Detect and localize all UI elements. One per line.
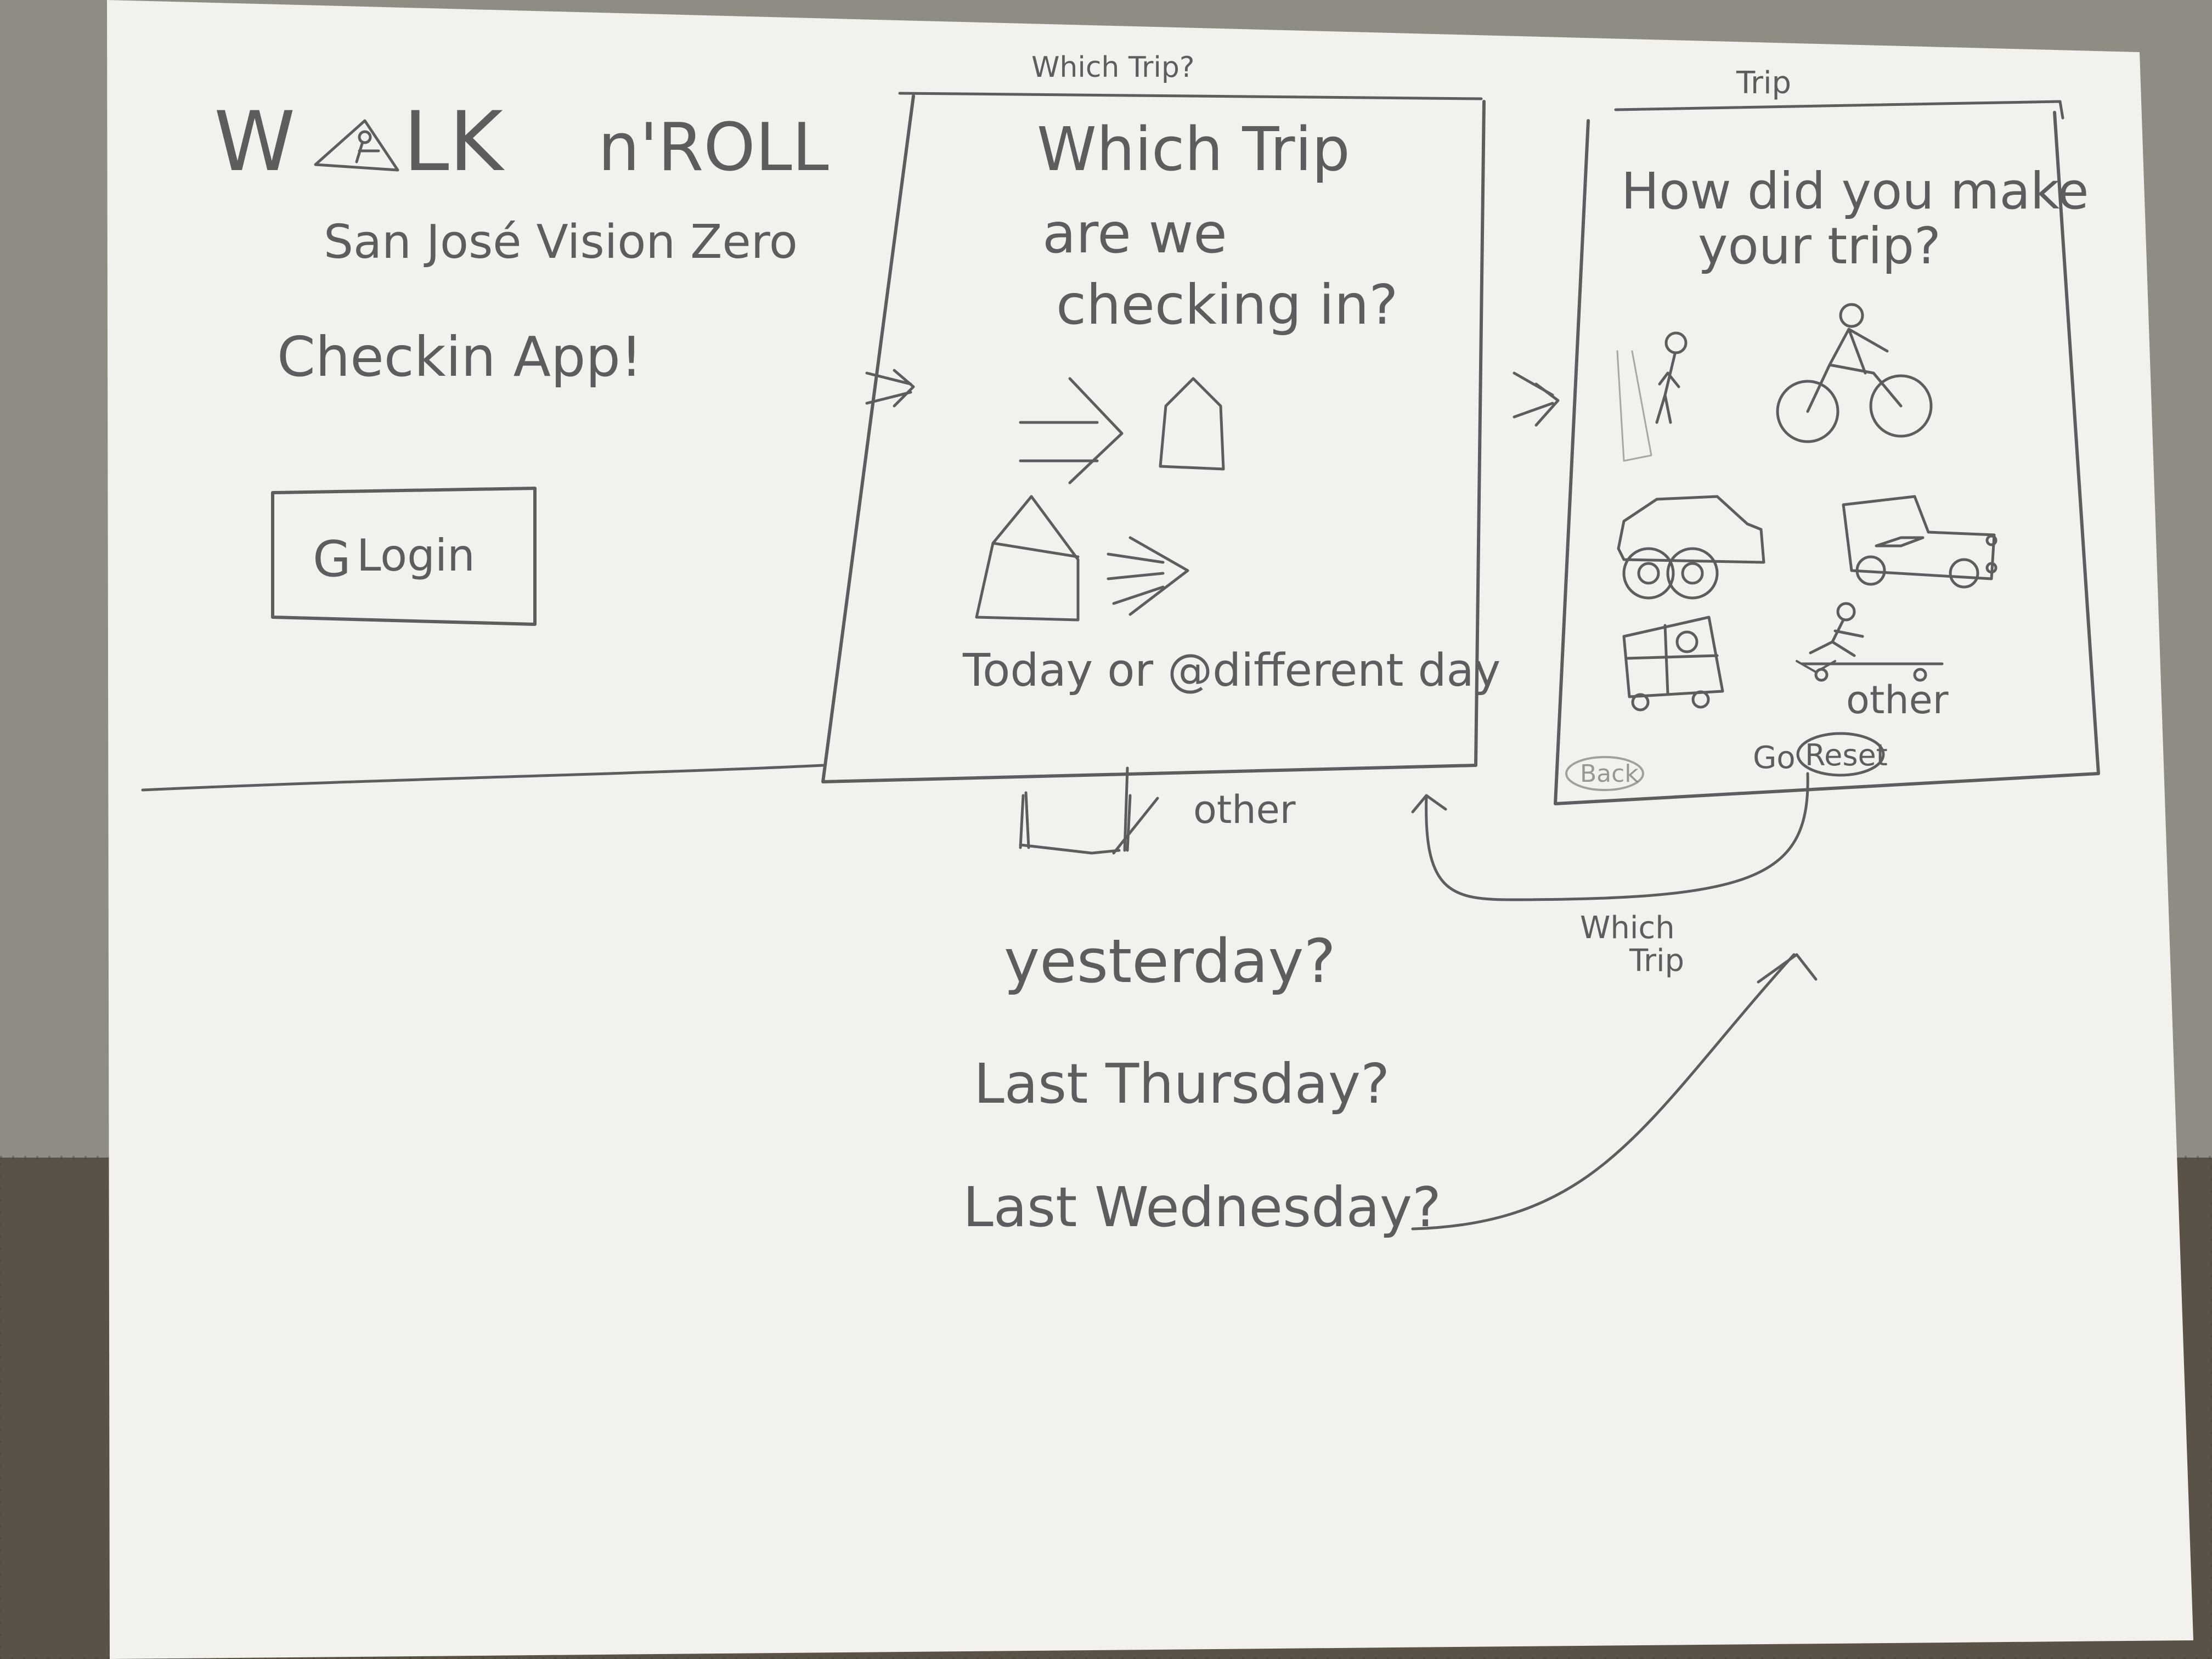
trip-heading-1: How did you make	[1621, 162, 2089, 221]
option-last-wednesday[interactable]: Last Wednesday?	[963, 1175, 1441, 1239]
which-trip-screen	[821, 92, 1560, 855]
back-label: Back	[1580, 760, 1639, 788]
panel-divider	[141, 764, 825, 792]
option-to-trip-arrow	[1411, 953, 1818, 1231]
day-selector-text[interactable]: Today or @different day	[962, 645, 1500, 697]
bike-icon[interactable]	[1776, 303, 1933, 443]
walker-triangle-logo	[314, 119, 399, 172]
go-label[interactable]: Go	[1753, 740, 1796, 776]
skateboard-icon[interactable]	[1796, 602, 1944, 682]
title-roll: n'ROLL	[598, 110, 829, 186]
google-g-icon: G	[313, 531, 351, 588]
reset-button[interactable]	[1796, 732, 1885, 777]
flow-arrow-2	[1513, 371, 1560, 427]
reset-label: Reset	[1805, 738, 1888, 772]
other-day-label: other	[1193, 787, 1296, 832]
login-button[interactable]	[271, 487, 537, 626]
tab-trip: Trip	[1736, 65, 1791, 101]
which-trip-frame	[821, 94, 1486, 783]
other-arrows	[1019, 766, 1159, 855]
subtitle: San José Vision Zero	[324, 215, 798, 269]
option-last-thursday[interactable]: Last Thursday?	[974, 1052, 1390, 1116]
trip-screen	[1411, 100, 2100, 1231]
tab-line-which-trip	[898, 92, 1483, 100]
back-to-which-trip-arrow	[1411, 772, 1809, 901]
trip-frame	[1554, 111, 2100, 805]
option-yesterday[interactable]: yesterday?	[1004, 926, 1336, 996]
trip-heading-2: your trip?	[1698, 217, 1941, 275]
tab-line-trip	[1614, 100, 2064, 120]
back-arrow-label-1: Which	[1580, 910, 1675, 946]
login-label: Login	[357, 530, 475, 581]
which-trip-heading-3: checking in?	[1056, 273, 1398, 337]
paper-sheet	[107, 0, 2193, 1659]
which-trip-heading-1: Which Trip	[1037, 114, 1350, 184]
return-trip-option[interactable]	[975, 495, 1189, 622]
login-screen	[141, 119, 825, 792]
other-mode-label[interactable]: other	[1846, 678, 1949, 723]
tab-which-trip: Which Trip?	[1031, 51, 1194, 84]
title-walk-pre: W	[214, 94, 295, 190]
bus-icon[interactable]	[1622, 616, 1724, 712]
title-walk-post: LK	[403, 94, 505, 190]
truck-icon[interactable]	[1842, 495, 1997, 589]
flow-arrow-1	[865, 369, 915, 408]
car-icon[interactable]	[1617, 495, 1765, 600]
tagline: Checkin App!	[277, 325, 642, 389]
which-trip-heading-2: are we	[1042, 201, 1227, 266]
back-button[interactable]	[1565, 756, 1644, 791]
walk-icon[interactable]	[1616, 331, 1688, 462]
back-arrow-label-2: Trip	[1629, 943, 1684, 979]
outbound-trip-option[interactable]	[1019, 377, 1225, 484]
